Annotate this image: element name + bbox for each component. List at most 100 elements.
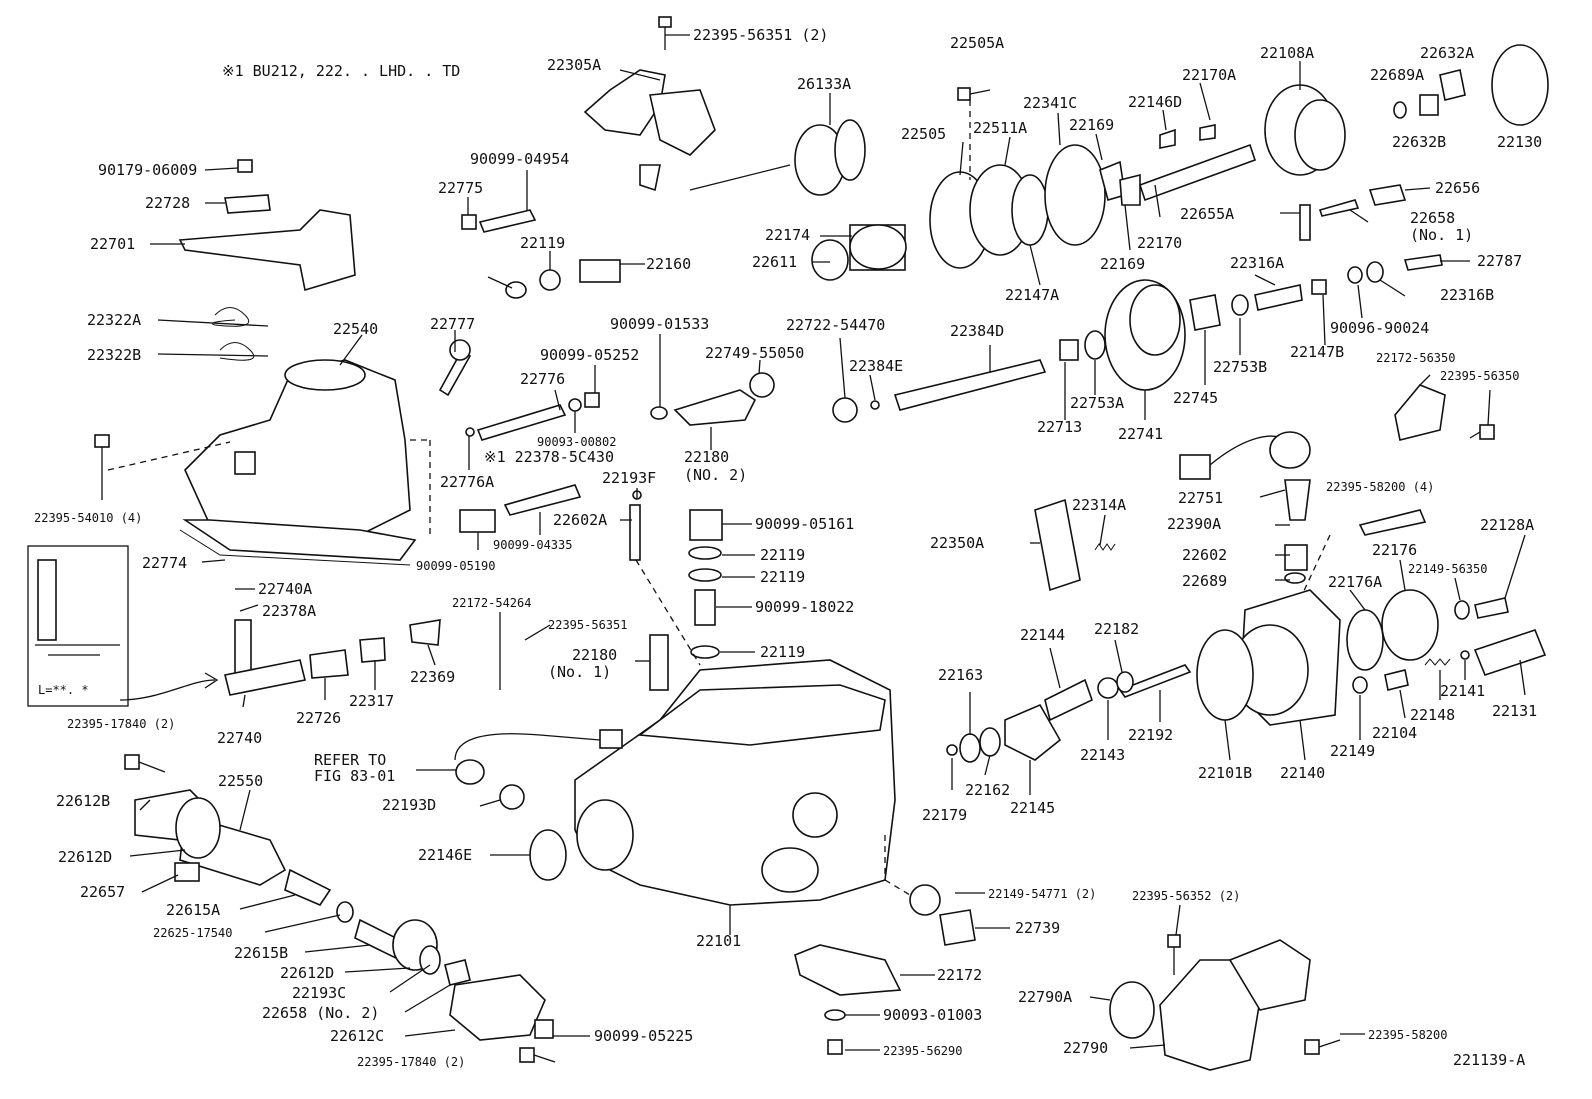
label: 22163 (938, 666, 983, 684)
label: 22602 (1182, 546, 1227, 564)
label: 26133A (797, 75, 851, 93)
label: 22655A (1180, 205, 1234, 223)
label: 22305A (547, 56, 601, 74)
label: 22174 (765, 226, 810, 244)
label: 22753B (1213, 358, 1267, 376)
label: 22341C (1023, 94, 1077, 112)
refer-to-line2: FIG 83-01 (314, 767, 395, 785)
label: 22656 (1435, 179, 1480, 197)
part-drawings (27, 16, 1549, 1071)
label: 22108A (1260, 44, 1314, 62)
label: 22149-54771 (2) (988, 887, 1096, 901)
label: 22378A (262, 602, 316, 620)
label: 90099-05225 (594, 1027, 693, 1045)
label: 22753A (1070, 394, 1124, 412)
label: 22322A (87, 311, 141, 329)
label: 22130 (1497, 133, 1542, 151)
label: 22395-56290 (883, 1044, 962, 1058)
label: 22726 (296, 709, 341, 727)
label: 22790A (1018, 988, 1072, 1006)
label: 22632B (1392, 133, 1446, 151)
label: 22119 (760, 643, 805, 661)
refer-to-line1: REFER TO (314, 751, 386, 769)
label: 90179-06009 (98, 161, 197, 179)
label: 22395-56352 (2) (1132, 889, 1240, 903)
label: 22776 (520, 370, 565, 388)
label: 22170A (1182, 66, 1236, 84)
label: 90099-05252 (540, 346, 639, 364)
label: 22119 (760, 546, 805, 564)
label: 22745 (1173, 389, 1218, 407)
label: 90093-01003 (883, 1006, 982, 1024)
label: (NO. 2) (684, 466, 747, 484)
label: 22146E (418, 846, 472, 864)
label: 22172 (937, 966, 982, 984)
label: 22395-56351 (2) (693, 26, 828, 44)
label: 22143 (1080, 746, 1125, 764)
label: 22395-56351 (548, 618, 627, 632)
label: 22160 (646, 255, 691, 273)
label: 22149-56350 (1408, 562, 1487, 576)
label: 22101 (696, 932, 741, 950)
label: 22776A (440, 473, 494, 491)
label: 22182 (1094, 620, 1139, 638)
label: 22317 (349, 692, 394, 710)
label: 22390A (1167, 515, 1221, 533)
label: 22144 (1020, 626, 1065, 644)
label: 22722-54470 (786, 316, 885, 334)
label: 22612B (56, 792, 110, 810)
label: 22751 (1178, 489, 1223, 507)
label: 90099-18022 (755, 598, 854, 616)
label: 22658 (1410, 209, 1455, 227)
label: 22612C (330, 1027, 384, 1045)
label: 22193F (602, 469, 656, 487)
label: 22145 (1010, 799, 1055, 817)
label: 22131 (1492, 702, 1537, 720)
label: 22322B (87, 346, 141, 364)
label: 22140 (1280, 764, 1325, 782)
label: 22749-55050 (705, 344, 804, 362)
label: 22774 (142, 554, 187, 572)
label: 90099-01533 (610, 315, 709, 333)
label: 22602A (553, 511, 607, 529)
label: 22179 (922, 806, 967, 824)
label: 90099-04954 (470, 150, 569, 168)
label: 22350A (930, 534, 984, 552)
label: 22615A (166, 901, 220, 919)
label: (No. 1) (1410, 226, 1473, 244)
label: 22147A (1005, 286, 1059, 304)
label: 22314A (1072, 496, 1126, 514)
label: 22395-58200 (1368, 1028, 1447, 1042)
inset-dimension-label: L=**. * (38, 683, 89, 697)
label: 22193C (292, 984, 346, 1002)
label: 22147B (1290, 343, 1344, 361)
label: (No. 1) (548, 663, 611, 681)
label: 22615B (234, 944, 288, 962)
label: 22689A (1370, 66, 1424, 84)
leader-lines (107, 34, 1526, 1051)
label: 22170 (1137, 234, 1182, 252)
applicability-note: ※1 BU212, 222. . LHD. . TD (222, 62, 460, 80)
label: 22787 (1477, 252, 1522, 270)
label: 22740 (217, 729, 262, 747)
label: 22395-17840 (2) (357, 1055, 465, 1069)
label: 22162 (965, 781, 1010, 799)
label: 22395-54010 (4) (34, 511, 142, 525)
label: 90099-05190 (416, 559, 495, 573)
label: 90093-00802 (537, 435, 616, 449)
label: 90099-05161 (755, 515, 854, 533)
label: 22172-56350 (1376, 351, 1455, 365)
label: 22119 (760, 568, 805, 586)
label: 22540 (333, 320, 378, 338)
label: 22790 (1063, 1039, 1108, 1057)
label: 22176 (1372, 541, 1417, 559)
label: 22701 (90, 235, 135, 253)
label: 22777 (430, 315, 475, 333)
label: 22713 (1037, 418, 1082, 436)
label: 22728 (145, 194, 190, 212)
part-labels: ※1 BU212, 222. . LHD. . TD 22395-56351 (… (34, 26, 1542, 1069)
label: 22316B (1440, 286, 1494, 304)
label: 22192 (1128, 726, 1173, 744)
